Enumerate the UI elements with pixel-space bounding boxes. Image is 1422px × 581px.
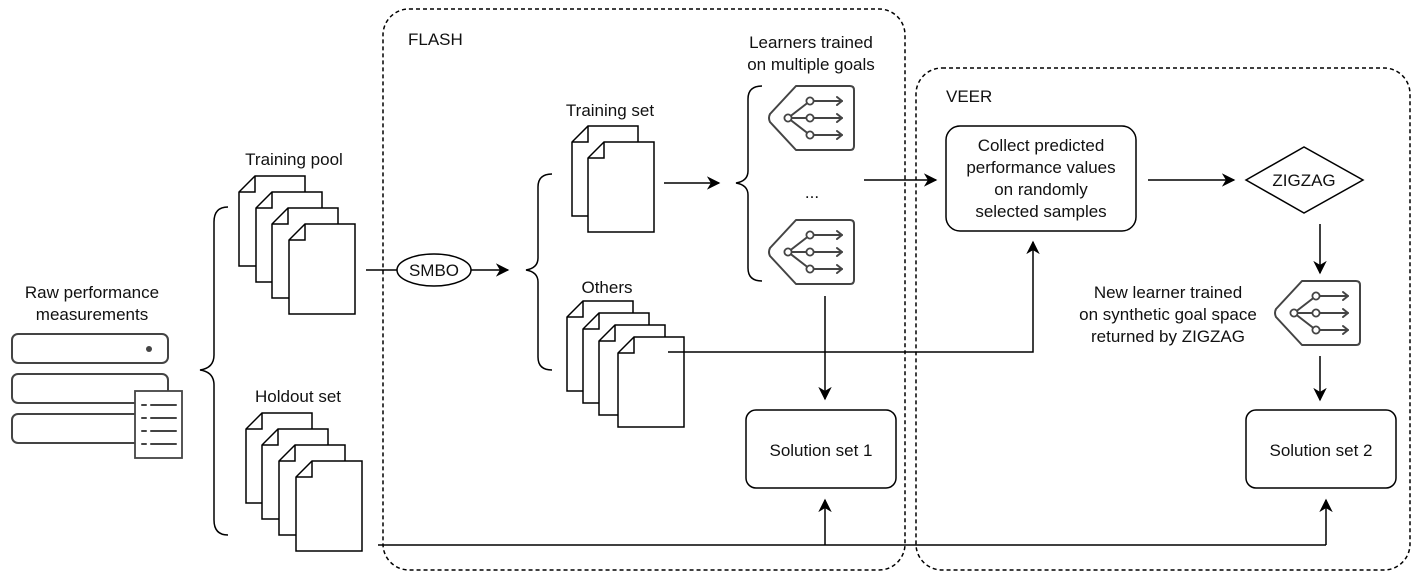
learners-label-line2: on multiple goals [747,55,875,74]
decision-tree-tag-icon [1274,280,1361,346]
training-pool: Training pool [238,150,356,315]
others-set: Others [566,278,685,428]
smbo-node: SMBO [396,253,472,287]
smbo-label: SMBO [409,261,459,280]
collect-line1: Collect predicted [978,136,1105,155]
holdout-set-label: Holdout set [255,387,341,406]
learners-brace [735,85,763,282]
solution-set-2-label: Solution set 2 [1269,441,1372,460]
others-label: Others [581,278,632,297]
new-learner-line1: New learner trained [1094,283,1242,302]
holdout-set: Holdout set [245,387,363,552]
decision-tree-tag-icon [768,219,855,285]
solution-set-1-label: Solution set 1 [769,441,872,460]
raw-performance-measurements: Raw performance measurements [11,283,183,459]
others-to-collect-arrow [668,240,1040,353]
raw-label-line1: Raw performance [25,283,159,302]
new-learner-line2: on synthetic goal space [1079,305,1257,324]
training-set: Training set [566,101,655,233]
holdout-evaluation-arrows [378,498,1333,546]
training-set-label: Training set [566,101,654,120]
flash-label: FLASH [408,30,463,49]
veer-label: VEER [946,87,992,106]
smbo-split-brace [525,173,553,371]
split-brace [199,206,229,536]
flash-region: FLASH [382,8,906,571]
new-learner: New learner trained on synthetic goal sp… [1079,280,1361,346]
collect-line3: on randomly [994,180,1088,199]
learners-ellipsis: ... [805,183,819,202]
decision-tree-tag-icon [768,85,855,151]
collect-line4: selected samples [975,202,1106,221]
collect-predicted-node: Collect predicted performance values on … [945,125,1137,232]
zigzag-node: ZIGZAG [1244,146,1365,214]
learners-group: Learners trained on multiple goals ... [735,33,875,285]
raw-label-line2: measurements [36,305,148,324]
zigzag-label: ZIGZAG [1272,171,1335,190]
new-learner-line3: returned by ZIGZAG [1091,327,1245,346]
learners-label-line1: Learners trained [749,33,873,52]
training-pool-label: Training pool [245,150,343,169]
solution-set-2: Solution set 2 [1245,409,1397,489]
server-stack-icon [11,333,183,459]
veer-region: VEER [915,67,1411,571]
collect-line2: performance values [966,158,1115,177]
solution-set-1: Solution set 1 [745,409,897,489]
